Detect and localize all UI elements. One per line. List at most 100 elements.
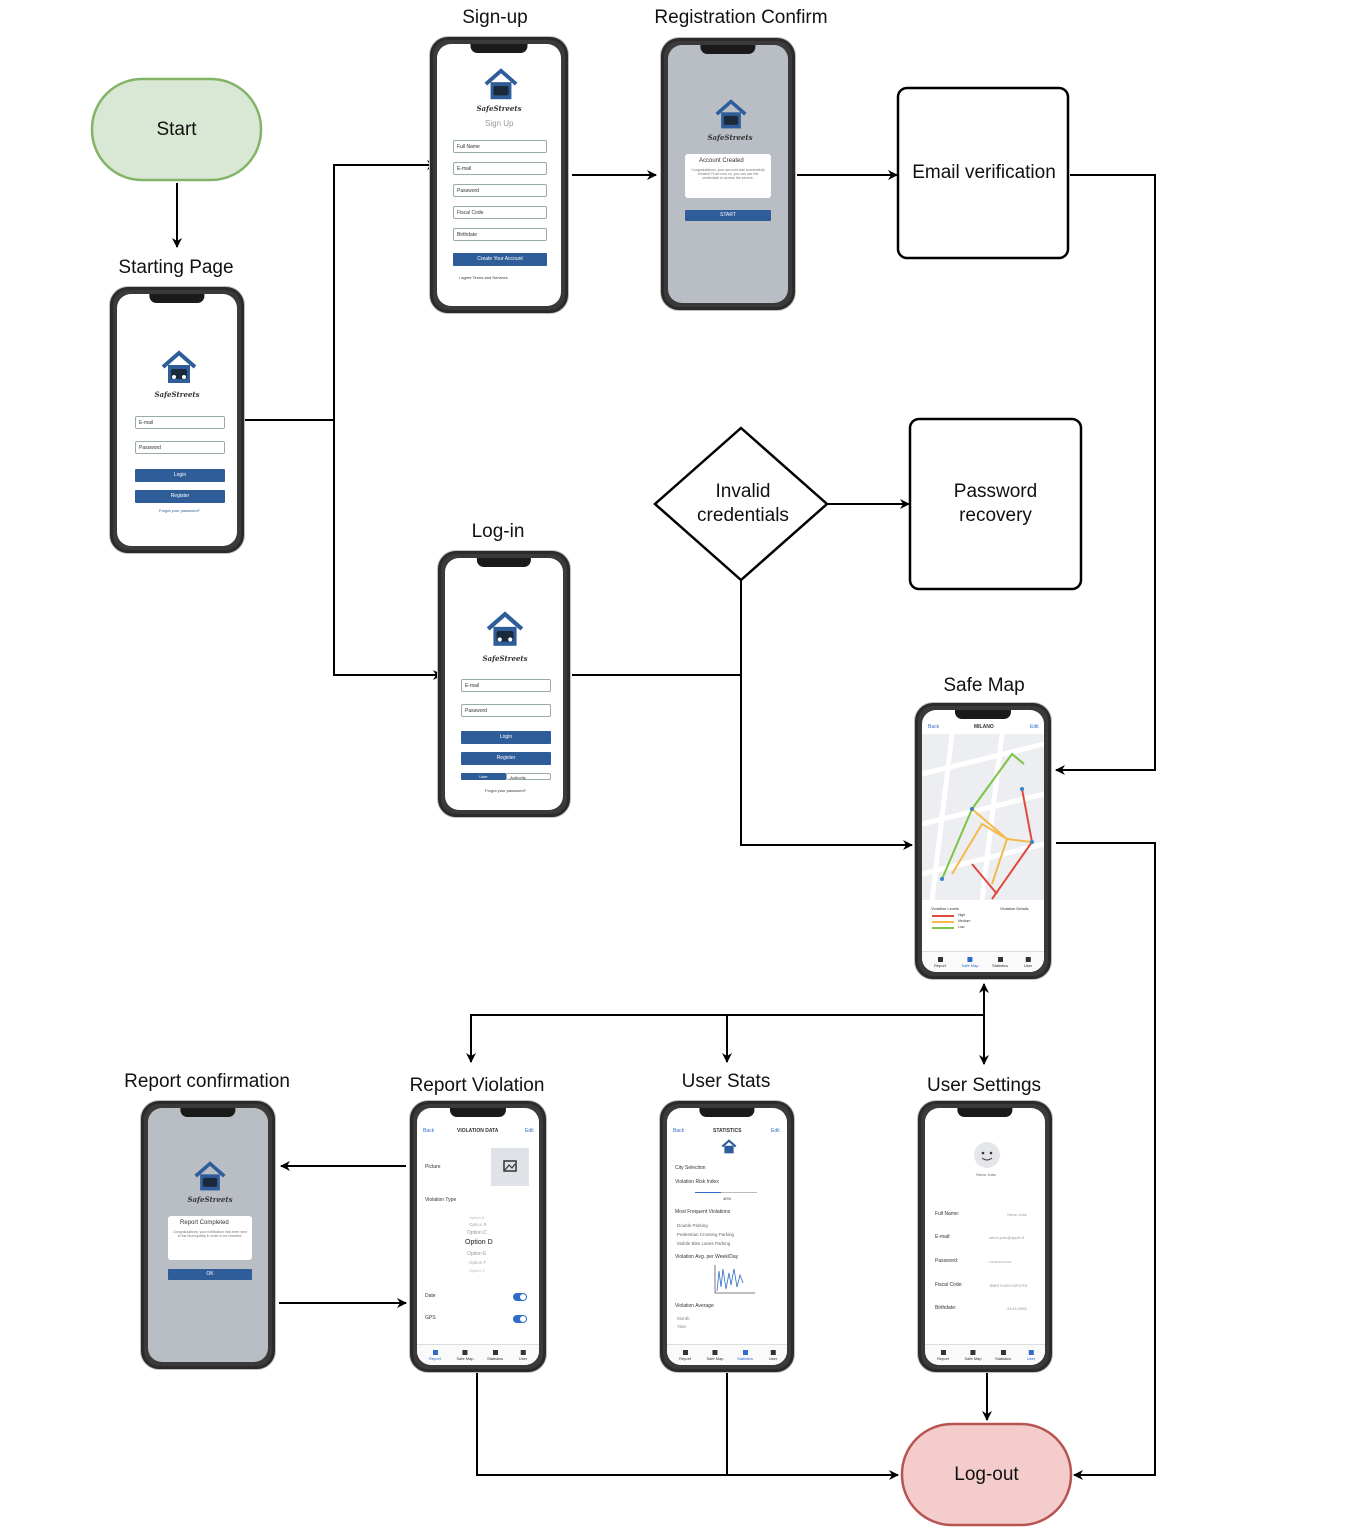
gps-toggle[interactable] [513, 1315, 527, 1323]
authority-toggle[interactable]: Authority [506, 773, 551, 780]
password-recovery-node [908, 417, 1083, 591]
risk-value: 40% [723, 1196, 732, 1201]
password-field[interactable]: Password [135, 441, 225, 454]
notch [449, 1108, 507, 1117]
car-house-logo-icon [161, 350, 197, 383]
edge-junction-to-login [333, 420, 443, 680]
legend-high-swatch [932, 915, 954, 917]
register-button[interactable]: Register [461, 752, 551, 765]
tab-statistics[interactable]: Statistics [995, 1350, 1011, 1361]
edge-map-to-logout [1056, 842, 1156, 1480]
car-house-logo-icon [486, 611, 524, 646]
tab-bar: Report Safe Map Statistics User [925, 1344, 1045, 1365]
signup-screen: SafeStreets Sign Up Full Name E-mail Pas… [437, 44, 561, 306]
city-selection-label[interactable]: City Selection [675, 1165, 706, 1171]
risk-slider-fill [695, 1192, 721, 1193]
password-value[interactable]: •••••••••••••••• [989, 1259, 1012, 1264]
tab-report[interactable]: Report [937, 1350, 949, 1361]
full-name-label: Full Name: [935, 1211, 960, 1217]
edit-button[interactable]: Edit [1030, 724, 1039, 730]
phone-signup: SafeStreets Sign Up Full Name E-mail Pas… [430, 37, 568, 313]
email-field[interactable]: E-mail [453, 162, 547, 175]
tab-safe-map[interactable]: Safe Map [706, 1350, 724, 1361]
notch [700, 45, 756, 54]
email-field[interactable]: E-mail [461, 679, 551, 692]
full-name-value[interactable]: Steve Jobs [1007, 1212, 1027, 1217]
tab-statistics[interactable]: Statistics [487, 1350, 503, 1361]
option-b[interactable]: Option B [469, 1222, 487, 1227]
avatar[interactable] [973, 1141, 1001, 1169]
start-label: Start [156, 118, 197, 140]
tab-user[interactable]: User [1027, 1350, 1035, 1361]
violation-levels-label: Violation Levels [931, 906, 959, 911]
back-button[interactable]: Back [423, 1128, 435, 1134]
password-field[interactable]: Password [453, 184, 547, 197]
safe-map-screen: Back MILANO Edit Violation Levels Violat… [922, 710, 1044, 972]
tab-safe-map[interactable]: Safe Map [964, 1350, 982, 1361]
back-button[interactable]: Back [673, 1128, 685, 1134]
option-f[interactable]: Option F [469, 1260, 487, 1265]
brand-name: SafeStreets [476, 104, 522, 113]
login-button[interactable]: Login [135, 469, 225, 482]
tab-user[interactable]: User [519, 1350, 527, 1361]
picture-placeholder[interactable] [491, 1148, 529, 1186]
option-g[interactable]: Option G [469, 1268, 486, 1273]
ok-button[interactable]: OK [168, 1269, 252, 1280]
violation-average-label: Violation Average [675, 1303, 714, 1309]
fiscal-code-value[interactable]: JBBSTV45V78F02T6 [989, 1283, 1028, 1288]
tab-statistics[interactable]: Statistics [737, 1350, 753, 1361]
birthdate-field[interactable]: Birthdate [453, 228, 547, 241]
tab-statistics[interactable]: Statistics [992, 957, 1008, 968]
password-field[interactable]: Password [461, 704, 551, 717]
account-created-card: Account Created Congratulations, your ac… [685, 154, 771, 198]
edge-report-stats-to-logout [476, 1372, 899, 1480]
option-a[interactable]: Option A [469, 1215, 485, 1220]
back-button[interactable]: Back [928, 724, 940, 730]
edit-button[interactable]: Edit [771, 1128, 780, 1134]
signup-title: Sign-up [462, 7, 528, 28]
report-violation-title: Report Violation [409, 1075, 545, 1096]
date-toggle[interactable] [513, 1293, 527, 1301]
tab-report[interactable]: Report [934, 957, 946, 968]
option-d[interactable]: Option D [465, 1239, 493, 1246]
tab-user[interactable]: User [769, 1350, 777, 1361]
option-c[interactable]: Option C [467, 1230, 487, 1236]
tab-safe-map[interactable]: Safe Map [961, 957, 979, 968]
legend-medium-label: Medium [958, 919, 971, 923]
report-violation-screen: Back VIOLATION DATA Edit Picture Violati… [417, 1108, 539, 1365]
report-confirmation-title: Report confirmation [124, 1071, 290, 1092]
login-button[interactable]: Login [461, 731, 551, 744]
full-name-field[interactable]: Full Name [453, 140, 547, 153]
tab-user[interactable]: User [1024, 957, 1032, 968]
date-label: Date [425, 1293, 436, 1299]
report-completed-title: Report Completed [180, 1220, 229, 1226]
tab-report[interactable]: Report [429, 1350, 441, 1361]
register-button[interactable]: Register [135, 490, 225, 503]
violation-map[interactable] [922, 734, 1044, 900]
forgot-password-link[interactable]: Forgot your password? [485, 788, 526, 793]
fiscal-code-field[interactable]: Fiscal Code [453, 206, 547, 219]
weekly-chart [714, 1265, 755, 1294]
report-completed-card: Report Completed Congratulations, your n… [168, 1216, 252, 1260]
birthdate-value[interactable]: 24/11/1955 [1007, 1306, 1027, 1311]
month-label: Month [677, 1316, 690, 1321]
terms-checkbox-label[interactable]: I agree Terms and Services [459, 275, 508, 280]
forgot-password-link[interactable]: Forgot your password? [159, 508, 200, 513]
notch [957, 1108, 1013, 1117]
option-e[interactable]: Option E [467, 1251, 487, 1257]
statistics-title: STATISTICS [713, 1128, 742, 1134]
tab-safe-map[interactable]: Safe Map [456, 1350, 474, 1361]
tab-report[interactable]: Report [679, 1350, 691, 1361]
violation-1: Double Parking [677, 1223, 708, 1228]
car-house-logo-icon [715, 99, 747, 129]
user-toggle[interactable]: User [461, 773, 506, 780]
create-account-button[interactable]: Create Your Account [453, 253, 547, 266]
weekly-average-label: Violation Avg. per Week/Day [675, 1254, 739, 1260]
email-value[interactable]: steve.jobs@apple.it [989, 1235, 1024, 1240]
start-node [90, 77, 263, 182]
start-button[interactable]: START [685, 210, 771, 221]
email-field[interactable]: E-mail [135, 416, 225, 429]
edit-button[interactable]: Edit [525, 1128, 534, 1134]
image-icon [503, 1160, 517, 1172]
